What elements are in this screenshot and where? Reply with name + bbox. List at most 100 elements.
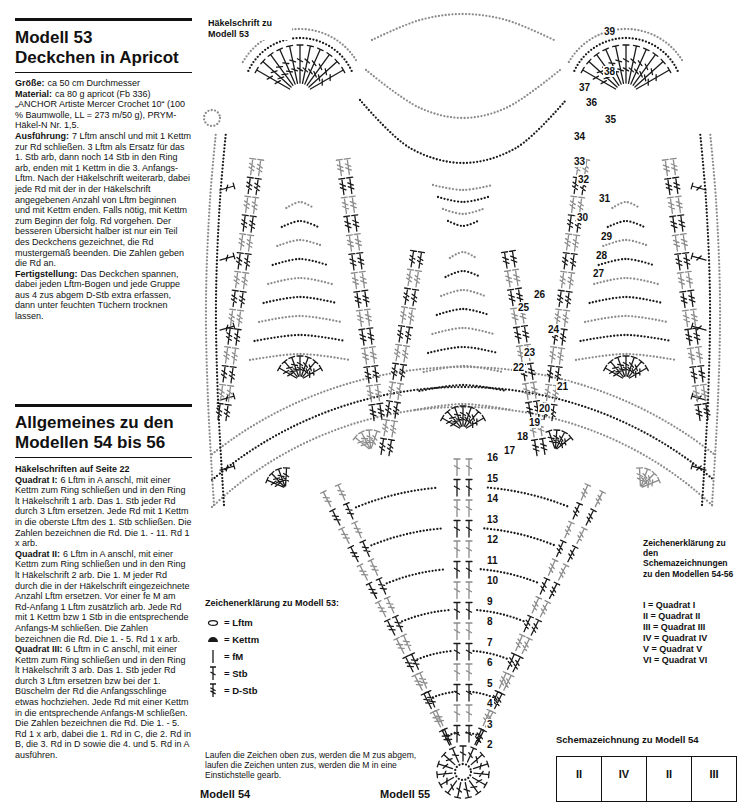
round-number: 25 [517, 302, 530, 313]
stitch-symbol [357, 564, 367, 580]
stitch-symbol [239, 234, 246, 250]
round-number: 10 [486, 575, 499, 586]
stitch-symbol [234, 271, 241, 287]
stitch-symbol [565, 234, 572, 250]
chain-loop [286, 202, 313, 208]
stitch-symbol [409, 308, 416, 324]
stitch-symbol [559, 564, 569, 580]
stitch-symbol [467, 747, 476, 762]
stitch-symbol [452, 406, 462, 426]
stitch-symbol [229, 309, 236, 325]
chain-loop [443, 209, 483, 214]
stitch-symbol [367, 328, 374, 344]
section-heading: Allgemeines zu den Modellen 54 bis 56 [15, 413, 192, 453]
stitch-symbol [693, 328, 700, 344]
stitch-symbol [466, 623, 472, 640]
stitch-symbol [471, 752, 484, 764]
stitch-symbol [547, 366, 554, 382]
legend-line: I = Quadrat I [643, 600, 736, 611]
round-number: 33 [573, 156, 586, 167]
article-subtitle: Deckchen in Apricot [15, 48, 192, 68]
paragraph: Quadrat III:6 Lftm in C anschl, mit eine… [15, 644, 192, 761]
stitch-symbol [437, 761, 452, 768]
stitch-symbol [371, 430, 380, 448]
round-number: 7 [486, 637, 494, 648]
chain-loop [433, 692, 456, 698]
stitch-symbol [454, 685, 460, 702]
chain-loop [433, 185, 493, 190]
legend-row: = fM [205, 648, 375, 665]
paragraph: Material:ca 80 g apricot (Fb 336) „ANCHO… [15, 89, 192, 131]
stitch-symbol [586, 509, 596, 525]
legend-text: = D-Stb [224, 685, 258, 696]
legend-text: = Lftm [224, 617, 253, 628]
legend-note: Laufen die Zeichen oben zus, werden die … [205, 750, 429, 781]
stitch-symbol [397, 383, 404, 399]
legend-row: = Kettm [205, 631, 375, 648]
stitch-symbol [221, 366, 228, 382]
chain-loop [450, 252, 476, 258]
stitch-symbol [394, 637, 404, 653]
legend-line: II = Quadrat II [643, 611, 736, 622]
stitch-symbol [560, 329, 567, 345]
stitch-symbol [700, 384, 707, 400]
round-number: 24 [547, 324, 560, 335]
round-number: 36 [585, 97, 598, 108]
chain-loop [206, 132, 216, 505]
stitch-symbol [703, 403, 710, 419]
stitch-symbol [417, 672, 427, 688]
stitch-symbol [368, 559, 378, 575]
chain-loop [264, 297, 337, 303]
chain-loop [282, 221, 318, 227]
stitch-symbol [415, 271, 422, 287]
round-number: 9 [486, 596, 494, 607]
stitch-symbol [521, 326, 528, 342]
run-in-heading: Quadrat II: [15, 549, 60, 559]
stitch-symbol [351, 272, 358, 288]
stitch-symbol [348, 546, 358, 562]
stitch-symbol [695, 404, 702, 420]
run-in-heading: Häkelschriften auf Seite 22 [15, 464, 130, 474]
stitch-symbol [675, 196, 682, 212]
chain-loop [455, 764, 471, 780]
stitch-symbol [362, 290, 369, 306]
stitch-symbol [321, 491, 331, 507]
schema-legend: I = Quadrat III = Quadrat IIIII = Quadra… [643, 600, 736, 666]
stitch-symbol [283, 468, 289, 486]
stitch-symbol [257, 159, 264, 175]
legend-symbol [205, 683, 221, 698]
stitch-symbol [570, 254, 577, 270]
stitch-symbol [454, 644, 460, 661]
stitch-symbol [466, 562, 472, 579]
stitch-symbol [454, 541, 460, 558]
stitch-symbol [359, 329, 366, 345]
paragraph: Größe:ca 50 cm Durchmesser [15, 78, 192, 89]
stitch-symbol [418, 252, 425, 268]
round-number: 14 [486, 493, 499, 504]
stitch-symbol [560, 271, 567, 287]
stitch-symbol [352, 521, 362, 537]
chain-loop [204, 110, 220, 126]
stitch-symbol [662, 159, 669, 175]
stitch-symbol [557, 435, 573, 449]
stitch-symbol [349, 196, 356, 212]
round-number: 34 [573, 131, 586, 142]
legend-row: = D-Stb [205, 682, 375, 699]
stitch-symbol [404, 288, 411, 304]
chain-loop [448, 221, 478, 226]
stitch-symbol [680, 291, 687, 307]
run-in-heading: Quadrat III: [15, 644, 63, 654]
stitch-symbol [577, 527, 587, 543]
cell-text: II [666, 768, 672, 780]
legend-text: = fM [224, 651, 243, 662]
stitch-symbol [310, 67, 344, 89]
stitch-symbol [466, 521, 472, 538]
chain-loop [581, 335, 672, 341]
stitch-symbol [682, 310, 689, 326]
stitch-symbol [680, 234, 687, 250]
legend-line: IV = Quadrat IV [643, 633, 736, 644]
chain-loop [387, 569, 445, 583]
round-number: 37 [578, 82, 591, 93]
stitch-symbol [466, 500, 472, 517]
stitch-symbol [376, 601, 386, 617]
